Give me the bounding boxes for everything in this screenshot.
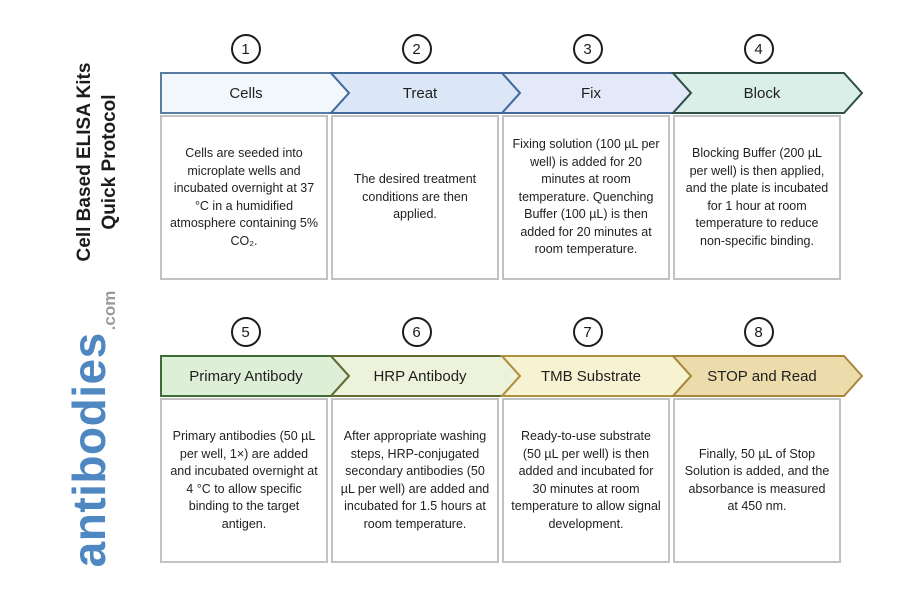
step-description-block: Blocking Buffer (200 µL per well) is the… [673,115,841,280]
page-title-line1: Cell Based ELISA Kits [73,62,95,262]
arrow-banner-row-1: Cells Treat Fix Block [160,72,864,114]
brand-logo-text: antibodies [63,332,115,568]
step-number-badge: 5 [230,317,261,347]
step-description-cells: Cells are seeded into microplate wells a… [160,115,328,280]
protocol-row-1: 1 2 3 4 Cells Treat Fix Block Cells are … [160,33,868,280]
step-number-row-1: 1 2 3 4 [160,33,868,65]
arrow-shape-block [670,72,864,114]
step-number-badge: 1 [230,34,261,64]
arrow-label-treat: Treat [403,85,438,102]
step-number-badge: 6 [401,317,432,347]
arrow-label-primary-antibody: Primary Antibody [189,368,303,385]
arrow-label-tmb-substrate: TMB Substrate [541,368,641,385]
brand-logo-suffix: .com [100,290,119,331]
step-description-treat: The desired treatment conditions are the… [331,115,499,280]
step-number-badge: 4 [743,34,774,64]
arrow-label-block: Block [744,85,781,102]
step-number-badge: 8 [743,317,774,347]
step-number-badge: 2 [401,34,432,64]
step-number-badge: 3 [572,34,603,64]
page-title-line2: Quick Protocol [99,94,120,230]
step-description-fix: Fixing solution (100 µL per well) is add… [502,115,670,280]
arrow-label-stop-and-read: STOP and Read [707,368,817,385]
step-description-stop-and-read: Finally, 50 µL of Stop Solution is added… [673,398,841,563]
step-description-tmb-substrate: Ready-to-use substrate (50 µL per well) … [502,398,670,563]
step-description-hrp-antibody: After appropriate washing steps, HRP-con… [331,398,499,563]
arrow-label-hrp-antibody: HRP Antibody [373,368,467,385]
page-title: Cell Based ELISA Kits Quick Protocol [71,37,123,287]
step-number-badge: 7 [572,317,603,347]
arrow-banner-row-2: Primary Antibody HRP Antibody TMB Substr… [160,355,864,397]
description-row-1: Cells are seeded into microplate wells a… [160,115,868,280]
protocol-row-2: 5 6 7 8 Primary Antibody HRP Antibody TM… [160,316,868,563]
arrow-shape-stop-and-read [670,355,864,397]
arrow-label-fix: Fix [581,85,601,102]
brand-logo: antibodies .com [62,279,124,579]
step-number-row-2: 5 6 7 8 [160,316,868,348]
arrow-label-cells: Cells [229,85,262,102]
step-description-primary-antibody: Primary antibodies (50 µL per well, 1×) … [160,398,328,563]
description-row-2: Primary antibodies (50 µL per well, 1×) … [160,398,868,563]
protocol-flow: 1 2 3 4 Cells Treat Fix Block Cells are … [160,0,870,594]
